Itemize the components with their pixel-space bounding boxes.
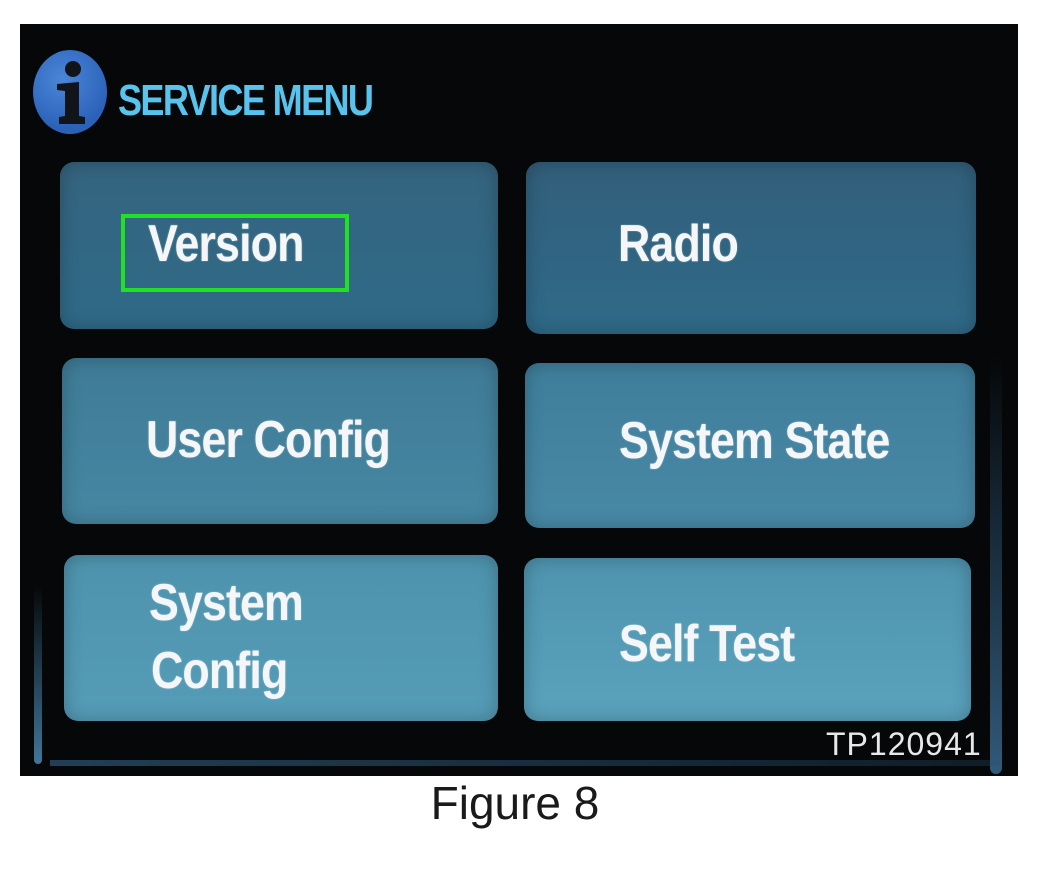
system-config-button-label-line2: Config — [151, 642, 288, 700]
self-test-button[interactable]: Self Test — [524, 558, 971, 721]
self-test-button-label: Self Test — [619, 615, 795, 673]
version-button[interactable]: Version — [60, 162, 498, 329]
system-state-button-label: System State — [619, 412, 890, 470]
system-state-button[interactable]: System State — [525, 363, 975, 528]
system-config-button[interactable]: System Config — [64, 555, 498, 721]
user-config-button[interactable]: User Config — [62, 358, 498, 524]
image-code: TP120941 — [826, 726, 982, 762]
radio-button-label: Radio — [618, 215, 739, 273]
figure-caption: Figure 8 — [430, 777, 600, 829]
info-icon — [33, 50, 107, 134]
user-config-button-label: User Config — [146, 411, 391, 469]
service-menu-screen: SERVICE MENU Version Radio User Config S… — [20, 24, 1018, 776]
radio-button[interactable]: Radio — [526, 162, 976, 334]
bezel-glow-left — [34, 584, 42, 764]
selection-highlight — [121, 214, 349, 292]
page-title: SERVICE MENU — [118, 76, 374, 125]
version-button-label: Version — [148, 215, 304, 273]
bezel-glow-right — [990, 354, 1002, 774]
system-config-button-label-line1: System — [149, 574, 304, 632]
bezel-glow-bottom — [50, 760, 1000, 766]
